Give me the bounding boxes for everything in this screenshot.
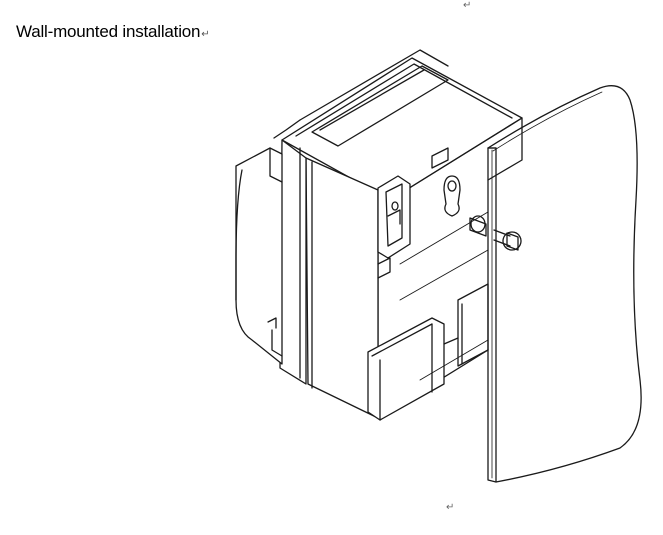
- wall-panel: [487, 85, 642, 483]
- paragraph-mark-heading: ↵: [201, 29, 210, 40]
- section-heading: Wall-mounted installation↵: [16, 22, 210, 42]
- enclosure-body: [235, 49, 523, 419]
- side-details: [399, 211, 489, 381]
- mounting-screw: [469, 215, 522, 251]
- paragraph-mark-top: ↵: [463, 0, 472, 11]
- paragraph-mark-bottom: ↵: [446, 502, 455, 513]
- keyhole-slot: [431, 147, 461, 217]
- din-clip: [377, 175, 411, 279]
- heading-text: Wall-mounted installation: [16, 22, 201, 41]
- terminal-cover: [367, 283, 489, 421]
